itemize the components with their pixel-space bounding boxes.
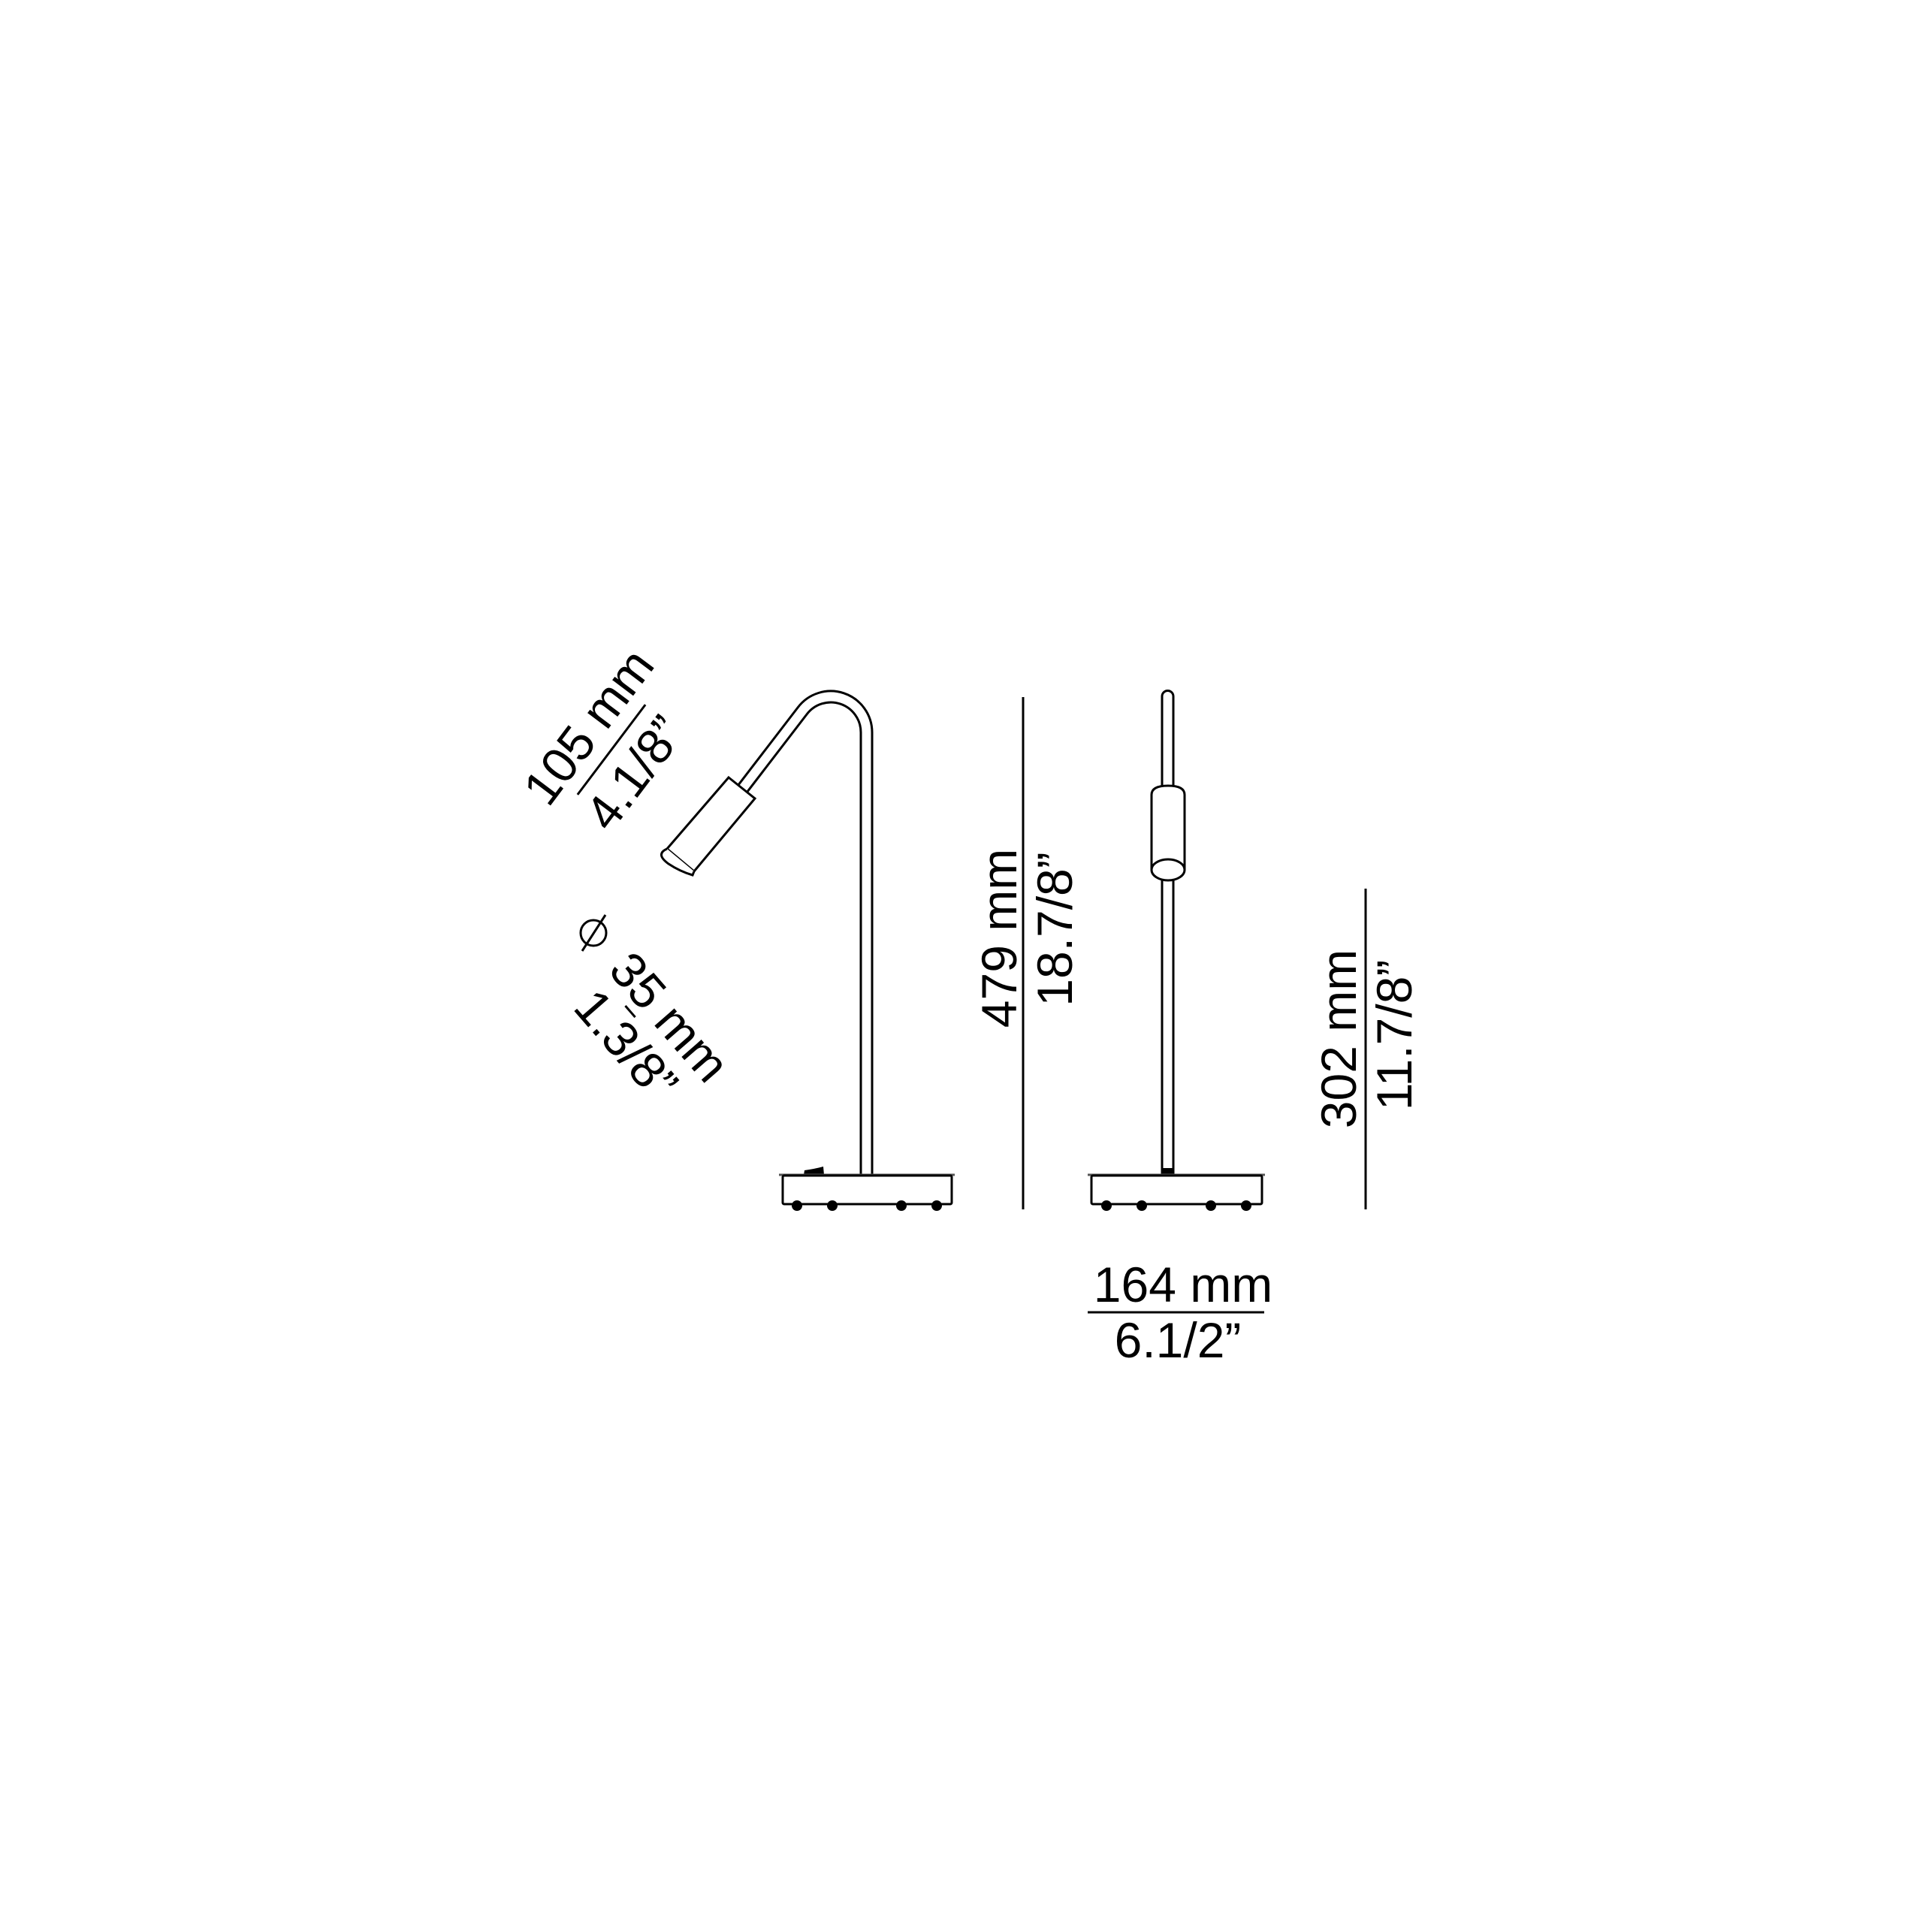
lamp-lens-front xyxy=(1150,858,1186,882)
lamp-base xyxy=(1090,1174,1263,1206)
base-foot xyxy=(1241,1200,1251,1211)
lamp-stem xyxy=(1161,690,1175,1175)
base-foot xyxy=(1101,1200,1112,1211)
diameter-icon xyxy=(579,914,608,952)
lamp-arm-fill xyxy=(738,692,871,1176)
base-foot xyxy=(792,1200,802,1211)
stem-collar xyxy=(1162,1168,1173,1175)
base-width-metric: 164 mm xyxy=(1094,1257,1272,1312)
total-height-metric: 479 mm xyxy=(971,849,1027,1028)
base-foot xyxy=(931,1200,942,1211)
lamp-head-front xyxy=(1150,784,1186,870)
side-height-imperial: 11.7/8” xyxy=(1366,960,1422,1111)
lamp-side-view xyxy=(660,690,955,1211)
side-height-metric: 302 mm xyxy=(1311,949,1366,1128)
base-foot xyxy=(827,1200,838,1211)
base-width-imperial: 6.1/2” xyxy=(1115,1312,1242,1368)
lamp-lens xyxy=(660,847,696,877)
base-foot xyxy=(1206,1200,1216,1211)
arm-length-dimension: 105 mm 4.1/8” xyxy=(512,638,695,840)
lamp-front-view xyxy=(1088,690,1265,1211)
base-foot xyxy=(896,1200,907,1211)
total-height-imperial: 18.7/8” xyxy=(1027,852,1082,1006)
dimension-divider xyxy=(624,1005,636,1019)
power-switch xyxy=(804,1167,824,1175)
lamp-base xyxy=(781,1174,953,1206)
head-diameter-dimension: 35 mm 1.3/8” xyxy=(564,941,741,1110)
lamp-head xyxy=(665,775,757,874)
base-foot xyxy=(1137,1200,1147,1211)
dimension-divider xyxy=(576,704,647,795)
